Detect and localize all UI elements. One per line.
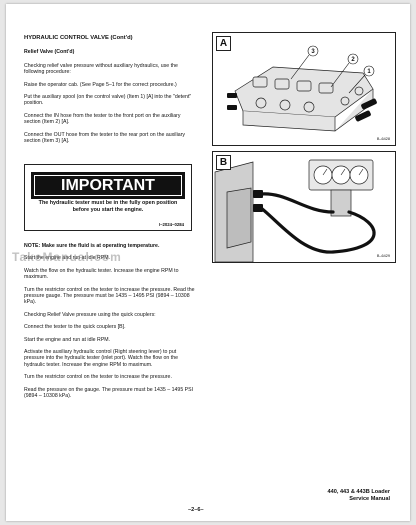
footer-model: 440, 443 & 443B Loader [327,489,391,495]
figure-b-code: B–6429 [376,254,390,258]
paragraph: Raise the operator cab. (See Page 5–1 fo… [24,81,177,88]
paragraph: Read the pressure on the gauge. The pres… [24,386,194,400]
paragraph: Watch the flow on the hydraulic tester. … [24,267,179,281]
callout-1: 1 [367,69,371,75]
paragraph: Checking Relief Valve pressure using the… [24,311,156,318]
footer-manual-name: Service Manual [349,496,390,502]
paragraph: Connect the OUT hose from the tester to … [24,131,186,145]
figure-a-code: B–6428 [376,137,390,141]
bottom-column: NOTE: Make sure the fluid is at operatin… [24,243,195,406]
paragraph: Checking relief valve pressure without a… [24,62,178,76]
figure-a-label: A [216,36,231,51]
paragraph: Connect the IN hose from the tester to t… [24,112,181,126]
tester-connection-illustration [214,159,376,262]
important-message: The hydraulic tester must be in the full… [38,200,178,213]
paragraph: Turn the restrictor control on the teste… [24,374,172,381]
important-banner: IMPORTANT [31,172,185,199]
manual-page: HYDRAULIC CONTROL VALVE (Cont'd) Relief … [6,4,410,521]
callout-2: 2 [351,57,355,63]
watermark: TakeManual.com [12,250,122,264]
paragraph: Start the engine and run at idle RPM. [24,255,111,262]
important-notice-box: IMPORTANT The hydraulic tester must be i… [24,164,192,231]
left-column: HYDRAULIC CONTROL VALVE (Cont'd) Relief … [24,35,195,150]
footer: 440, 443 & 443B Loader Service Manual [328,489,391,503]
figure-b: B B– [212,151,396,263]
section-heading: HYDRAULIC CONTROL VALVE (Cont'd) [24,35,133,41]
figure-b-label: B [216,155,231,170]
control-valve-illustration: 3 2 1 [227,45,377,132]
section-subheading: Relief Valve (Cont'd) [24,49,75,56]
paragraph: Put the auxiliary spool (on the control … [24,94,192,107]
figure-a: A [212,32,396,146]
paragraph: Connect the tester to the quick couplers… [24,324,126,331]
paragraph: Turn the restrictor control on the teste… [24,286,195,306]
paragraph: Start the engine and run at idle RPM. [24,336,111,343]
page-number: –2–6– [188,507,204,513]
important-code: I–2024–0284 [158,222,184,227]
callout-3: 3 [311,49,315,55]
paragraph: Activate the auxiliary hydraulic control… [24,349,179,368]
note-text: NOTE: Make sure the fluid is at operatin… [24,243,160,249]
